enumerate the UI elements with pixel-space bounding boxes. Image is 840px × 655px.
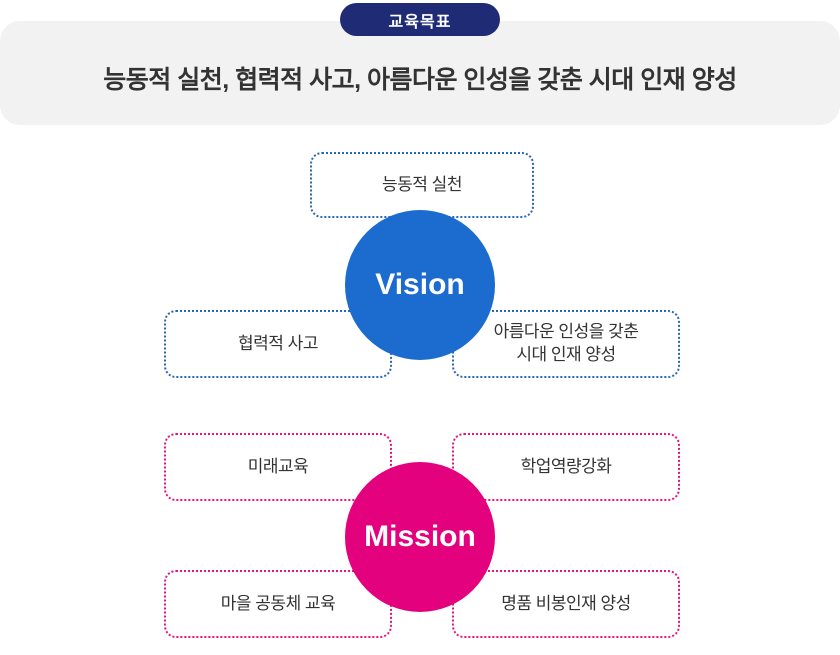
- education-goal-badge-label: 교육목표: [388, 13, 452, 31]
- mission-circle-label: Mission: [364, 520, 476, 553]
- mission-item-bottom-left: 마을 공동체 교육: [164, 570, 392, 638]
- vision-item-top: 능동적 실천: [310, 152, 534, 218]
- goal-banner-title: 능동적 실천, 협력적 사고, 아름다운 인성을 갖춘 시대 인재 양성: [103, 66, 737, 94]
- mission-circle: Mission: [345, 462, 495, 612]
- vision-circle-label: Vision: [375, 268, 465, 301]
- mission-item-top-right: 학업역량강화: [452, 433, 680, 501]
- education-goal-badge: 교육목표: [340, 3, 500, 36]
- mission-item-top-left: 미래교육: [164, 433, 392, 501]
- vision-circle: Vision: [345, 210, 495, 360]
- mission-item-bottom-right: 명품 비봉인재 양성: [452, 570, 680, 638]
- vision-item-right: 아름다운 인성을 갖춘 시대 인재 양성: [452, 310, 680, 378]
- goal-banner: 능동적 실천, 협력적 사고, 아름다운 인성을 갖춘 시대 인재 양성: [0, 21, 840, 125]
